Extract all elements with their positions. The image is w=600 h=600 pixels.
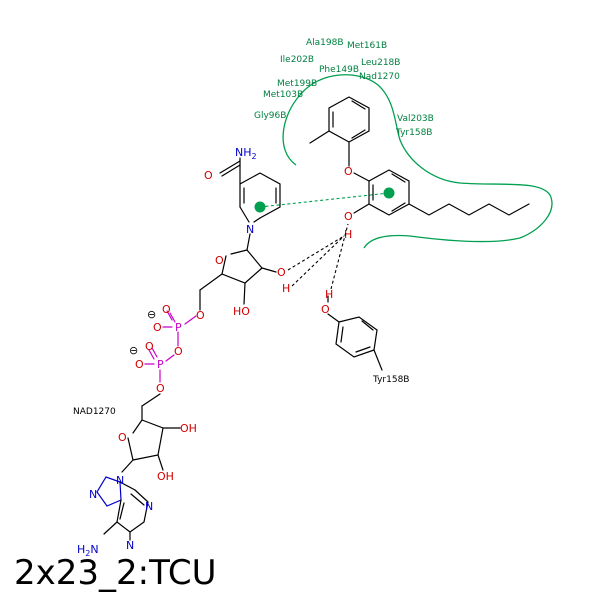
atom-oxygen: O [344,210,353,223]
atom-oxygen: O [174,345,183,358]
residue-label: Nad1270 [359,72,400,82]
residue-label: Tyr158B [395,128,432,138]
nicotinamide-ring [219,157,281,223]
contact-residue-label: NAD1270 [73,407,116,417]
atom-oxygen: O [156,382,165,395]
atom-nitrogen: N [89,488,97,501]
atom-nitrogen: N [145,500,153,513]
adenine-rings [96,476,149,541]
residue-label: Met103B [263,90,303,100]
ring-centroid [383,187,395,199]
phenol-ring [353,169,530,216]
tyrosine-ring [327,295,383,371]
hydroxyl-label: HO [233,305,250,318]
hydrogen-bond-line [291,235,345,287]
residue-label: Ile202B [280,55,314,65]
atom-oxygen: O [162,303,171,316]
atom-oxygen: O [135,358,144,371]
hydroxyl-label: OH [157,470,174,483]
atom-hydrogen: H [282,282,290,295]
binding-pocket-outline [282,74,553,249]
atom-oxygen: O [321,303,330,316]
phosphorus-atom: P [175,321,182,334]
ribose-ring-upper [199,233,277,311]
atom-hydrogen: H [325,288,333,301]
atom-oxygen: O [196,309,205,322]
negative-charge: ⊖ [129,344,138,357]
tolyl-ring [309,96,370,167]
residue-label: Phe149B [319,65,359,75]
ribose-ring-lower [121,393,181,473]
hydrogen-bond-line [330,223,349,290]
atom-oxygen: O [145,340,154,353]
residue-label: Leu218B [361,58,400,68]
atom-oxygen: O [215,254,224,267]
residue-label: Met199B [277,79,317,89]
atom-nitrogen: N [246,223,254,236]
amine-h2n: H2N [77,543,99,558]
diagram-title: 2x23_2:TCU [14,553,217,593]
phosphorus-atom: P [157,358,164,371]
residue-label: Gly96B [254,111,286,121]
atom-nitrogen: N [116,474,124,487]
residue-label: Val203B [397,114,434,124]
atom-oxygen: O [204,169,213,182]
atom-oxygen: O [344,165,353,178]
residue-label: Ala198B [306,38,344,48]
contact-residue-label: Tyr158B [372,375,409,385]
residue-label: Met161B [347,41,387,51]
atom-oxygen: O [277,266,286,279]
atom-oxygen: O [153,321,162,334]
atom-oxygen: O [118,431,127,444]
diphosphate [144,310,197,383]
hydroxyl-label: OH [180,422,197,435]
negative-charge: ⊖ [147,308,156,321]
hydrogen-bond-line [287,235,345,271]
atom-hydrogen: H [344,228,352,241]
atom-nitrogen: N [126,539,134,552]
amide-nh2: NH2 [235,146,257,161]
